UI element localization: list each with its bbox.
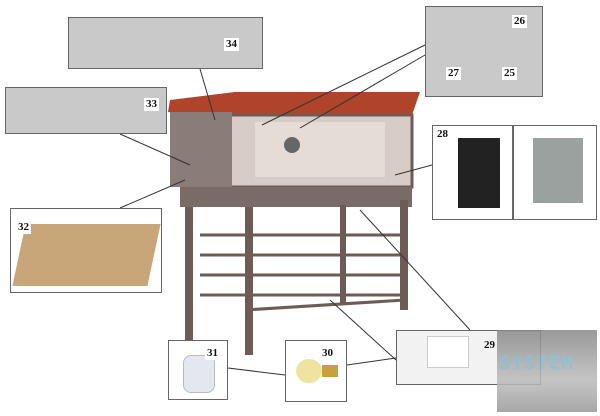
watermark-logo: SYSTEM: [497, 330, 597, 412]
part-number-28: 28: [435, 128, 450, 141]
watermark-text: SYSTEM: [499, 352, 574, 374]
part-28-contactors: 28: [432, 125, 597, 220]
part-25-27-thermostats: 26 27 25: [425, 6, 543, 97]
part-number-33: 33: [144, 98, 159, 111]
machine-illustration: [168, 92, 420, 355]
part-number-32: 32: [16, 221, 31, 234]
part-number-31: 31: [205, 347, 220, 360]
part-number-30: 30: [320, 347, 335, 360]
part-30-bulb: 30: [285, 340, 347, 402]
contactor-image-1: [458, 138, 500, 208]
part-number-26: 26: [512, 15, 527, 28]
part-31-lamp-cover: 31: [168, 340, 228, 400]
part-number-27: 27: [446, 67, 461, 80]
part-33-heating-element: 33: [5, 87, 167, 134]
part-number-25: 25: [502, 67, 517, 80]
part-32-stone-plate: 32: [10, 208, 162, 293]
part-number-34: 34: [224, 38, 239, 51]
stone-plate-image: [12, 224, 161, 286]
part-34-heating-element: 34: [68, 17, 263, 69]
contactor-image-2: [533, 138, 583, 203]
part-number-29: 29: [484, 339, 495, 351]
leader-lines: [119, 44, 471, 376]
